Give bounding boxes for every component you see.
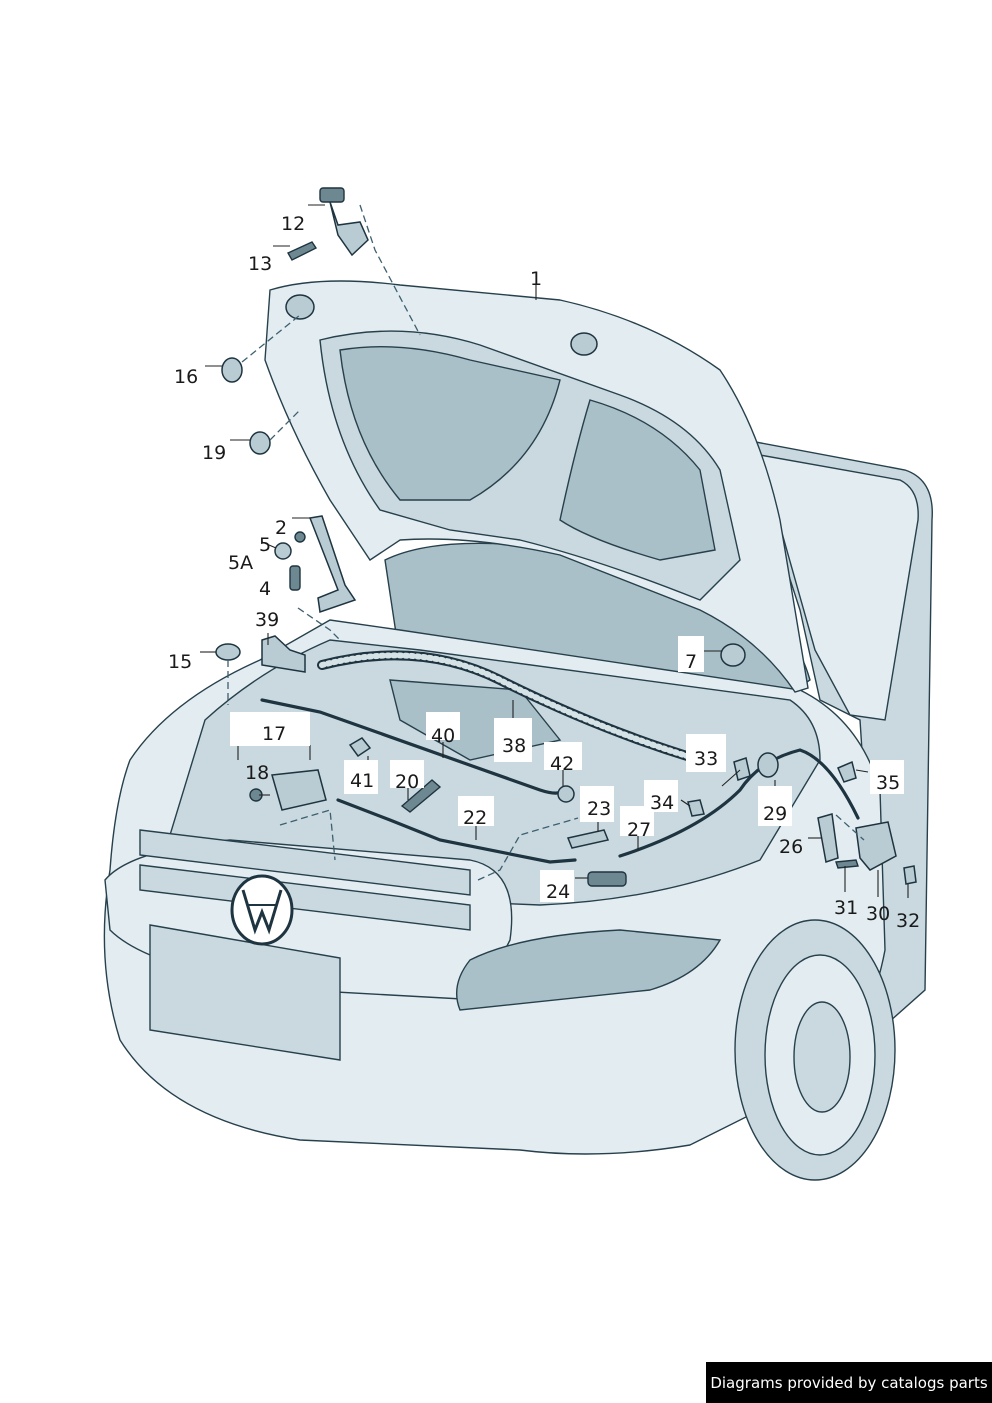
label-boxes bbox=[230, 636, 904, 902]
callout-31: 31 bbox=[834, 897, 858, 919]
clip-41-part bbox=[348, 737, 372, 758]
buffer-19-part bbox=[249, 431, 271, 455]
callout-15: 15 bbox=[168, 651, 192, 673]
callout-39: 39 bbox=[255, 609, 279, 631]
buffer-7-part bbox=[720, 643, 746, 667]
callout-7: 7 bbox=[685, 651, 697, 673]
callout-5: 5 bbox=[259, 534, 271, 556]
callout-19: 19 bbox=[202, 442, 226, 464]
grommet-29-part bbox=[757, 752, 779, 778]
callout-34: 34 bbox=[650, 792, 674, 814]
callout-16: 16 bbox=[174, 366, 198, 388]
callout-5a: 5A bbox=[228, 552, 253, 574]
clip-35-part bbox=[837, 760, 857, 783]
callout-1: 1 bbox=[530, 268, 542, 290]
lock-17-part bbox=[271, 769, 327, 811]
callout-26: 26 bbox=[779, 836, 803, 858]
callout-24: 24 bbox=[546, 881, 570, 903]
attribution-text: Diagrams provided by catalogs parts bbox=[710, 1373, 988, 1392]
nut-5a-part bbox=[274, 542, 292, 560]
bolt-13-part bbox=[287, 241, 318, 261]
callout-13: 13 bbox=[248, 253, 272, 275]
bracket-30-part bbox=[855, 821, 897, 871]
clip-32-part bbox=[903, 865, 917, 885]
clip-33-part bbox=[733, 757, 751, 781]
components bbox=[215, 187, 917, 887]
vehicle-body bbox=[103, 439, 933, 1181]
callout-27: 27 bbox=[627, 819, 651, 841]
buffer-16-part bbox=[221, 357, 243, 383]
hinge-part bbox=[308, 515, 357, 614]
callout-labels: 1 12 13 16 19 2 5 5A 4 39 15 7 17 40 38 … bbox=[168, 213, 920, 932]
callout-42: 42 bbox=[550, 753, 574, 775]
callout-12: 12 bbox=[281, 213, 305, 235]
callout-41: 41 bbox=[350, 770, 374, 792]
callout-32: 32 bbox=[896, 910, 920, 932]
cable-22-part bbox=[336, 798, 577, 864]
cover-39-part bbox=[261, 635, 306, 673]
callout-4: 4 bbox=[259, 578, 271, 600]
callout-29: 29 bbox=[763, 803, 787, 825]
bracket-23-part bbox=[566, 829, 610, 849]
callout-2: 2 bbox=[275, 517, 287, 539]
callout-23: 23 bbox=[587, 798, 611, 820]
callout-33: 33 bbox=[694, 748, 718, 770]
bolt-20-part bbox=[400, 779, 442, 813]
callout-22: 22 bbox=[463, 807, 487, 829]
callout-20: 20 bbox=[395, 771, 419, 793]
callout-30: 30 bbox=[866, 903, 890, 925]
nut-5-part bbox=[294, 531, 306, 543]
bolt-4-part bbox=[289, 565, 301, 591]
callout-38: 38 bbox=[502, 735, 526, 757]
callout-17: 17 bbox=[262, 723, 286, 745]
callout-18: 18 bbox=[245, 762, 269, 784]
release-lever-part bbox=[329, 201, 369, 257]
hood-panel bbox=[264, 280, 809, 693]
clip-15-part bbox=[215, 643, 241, 661]
callout-35: 35 bbox=[876, 772, 900, 794]
callout-40: 40 bbox=[431, 725, 455, 747]
screw-31-part bbox=[835, 859, 859, 869]
grip-24-part bbox=[587, 871, 627, 887]
attribution-banner: Diagrams provided by catalogs parts bbox=[706, 1362, 992, 1403]
grommet-42-part bbox=[557, 785, 575, 803]
release-handle-part bbox=[319, 187, 345, 203]
handle-26-part bbox=[817, 813, 839, 863]
clip-34-part bbox=[687, 799, 705, 817]
